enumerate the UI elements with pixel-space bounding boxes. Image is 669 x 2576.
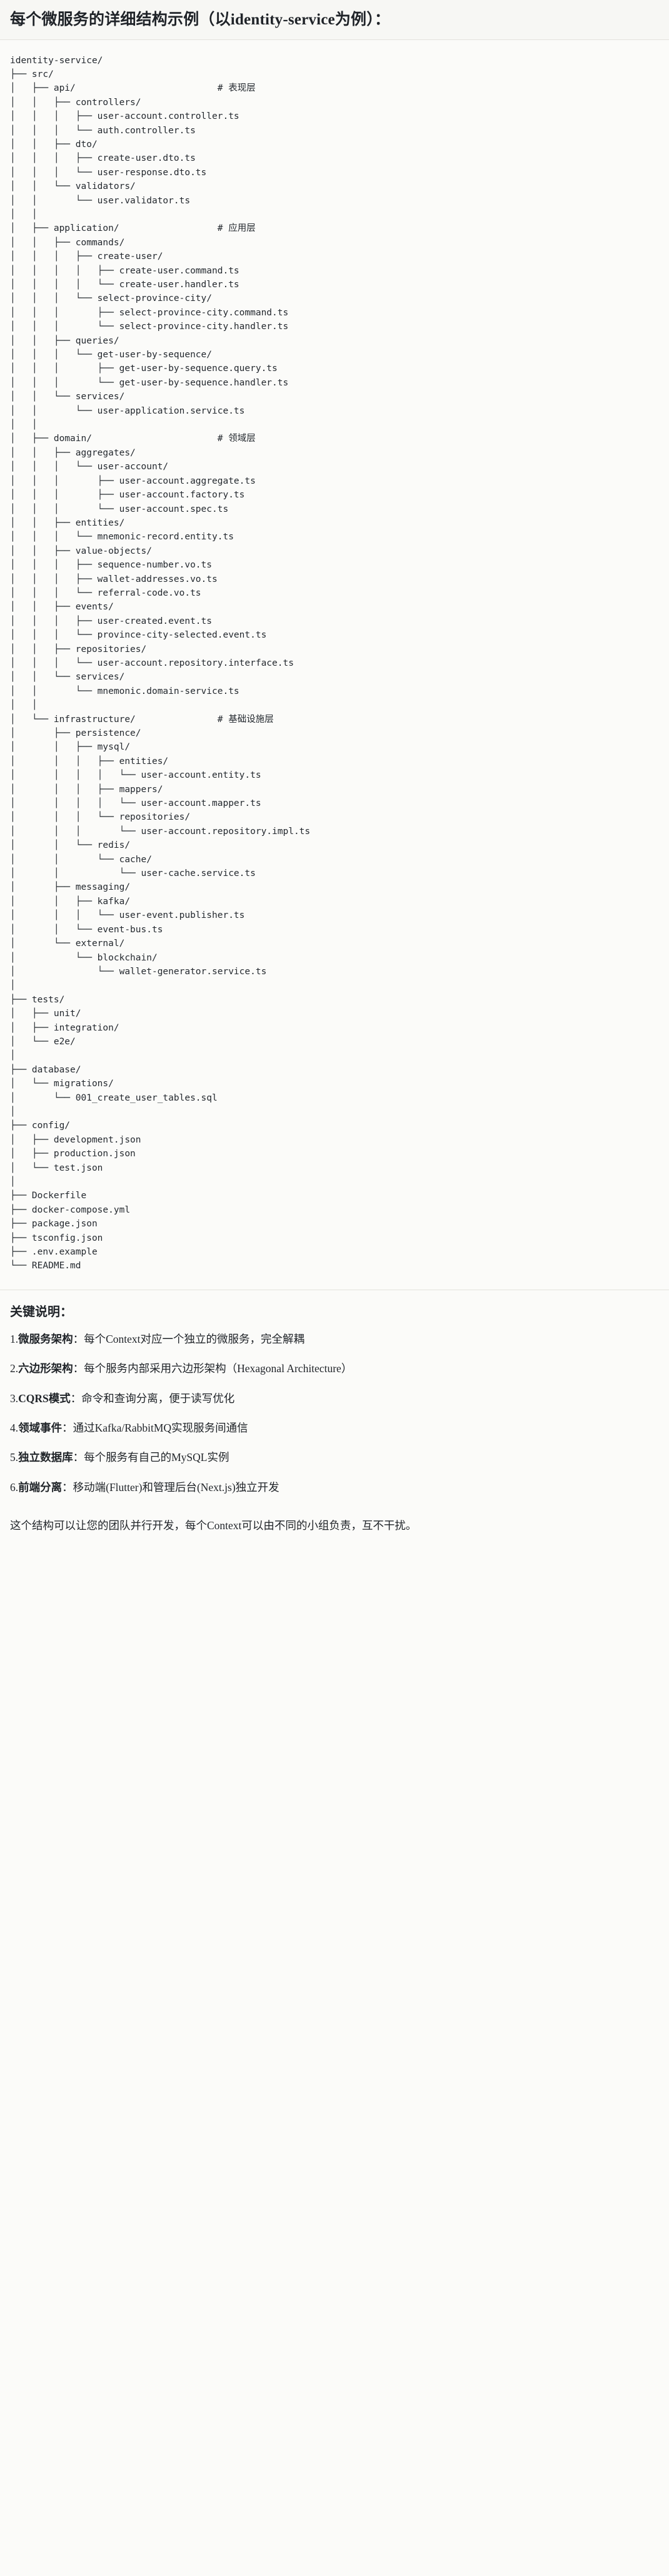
key-point-item: 1.微服务架构：每个Context对应一个独立的微服务，完全解耦: [10, 1331, 659, 1347]
key-point-separator: ：: [62, 1421, 73, 1434]
key-point-description: 通过Kafka/RabbitMQ实现服务间通信: [73, 1421, 248, 1434]
key-point-item: 2.六边形架构：每个服务内部采用六边形架构（Hexagonal Architec…: [10, 1361, 659, 1377]
key-point-description: 每个服务有自己的MySQL实例: [84, 1451, 229, 1464]
key-point-description: 移动端(Flutter)和管理后台(Next.js)独立开发: [73, 1480, 279, 1494]
key-point-separator: ：: [70, 1392, 82, 1405]
closing-paragraph: 这个结构可以让您的团队并行开发，每个Context可以由不同的小组负责，互不干扰…: [0, 1514, 669, 1547]
key-point-number: 4.: [10, 1421, 19, 1434]
key-point-term: 领域事件: [18, 1421, 63, 1434]
key-point-item: 3.CQRS模式：命令和查询分离，便于读写优化: [10, 1391, 659, 1407]
key-point-term: 前端分离: [18, 1480, 63, 1494]
page-title: 每个微服务的详细结构示例（以identity-service为例）：: [10, 11, 391, 28]
key-point-term: 六边形架构: [18, 1362, 73, 1375]
key-point-number: 1.: [10, 1332, 19, 1345]
key-point-separator: ：: [73, 1362, 84, 1375]
key-point-term: 微服务架构: [18, 1332, 73, 1345]
key-point-number: 3.: [10, 1392, 19, 1405]
key-point-term: 独立数据库: [18, 1451, 73, 1464]
key-point-separator: ：: [73, 1332, 84, 1345]
key-point-number: 5.: [10, 1451, 19, 1464]
directory-tree-code-block: identity-service/ ├── src/ │ ├── api/ # …: [0, 39, 669, 1290]
directory-tree: identity-service/ ├── src/ │ ├── api/ # …: [10, 55, 311, 1271]
key-point-description: 每个Context对应一个独立的微服务，完全解耦: [84, 1332, 305, 1345]
key-point-separator: ：: [62, 1480, 73, 1494]
key-point-number: 2.: [10, 1362, 19, 1375]
document-header: 每个微服务的详细结构示例（以identity-service为例）：: [0, 0, 669, 40]
key-point-description: 命令和查询分离，便于读写优化: [81, 1392, 235, 1405]
key-point-item: 6.前端分离：移动端(Flutter)和管理后台(Next.js)独立开发: [10, 1480, 659, 1495]
key-points-heading: 关键说明：: [10, 1305, 73, 1319]
key-point-item: 4.领域事件：通过Kafka/RabbitMQ实现服务间通信: [10, 1420, 659, 1436]
key-point-description: 每个服务内部采用六边形架构（Hexagonal Architecture）: [84, 1362, 353, 1375]
document-page: 每个微服务的详细结构示例（以identity-service为例）： ident…: [0, 0, 669, 1547]
key-point-number: 6.: [10, 1480, 19, 1494]
key-point-separator: ：: [73, 1451, 84, 1464]
key-point-term: CQRS模式: [18, 1392, 71, 1405]
key-point-item: 5.独立数据库：每个服务有自己的MySQL实例: [10, 1450, 659, 1465]
